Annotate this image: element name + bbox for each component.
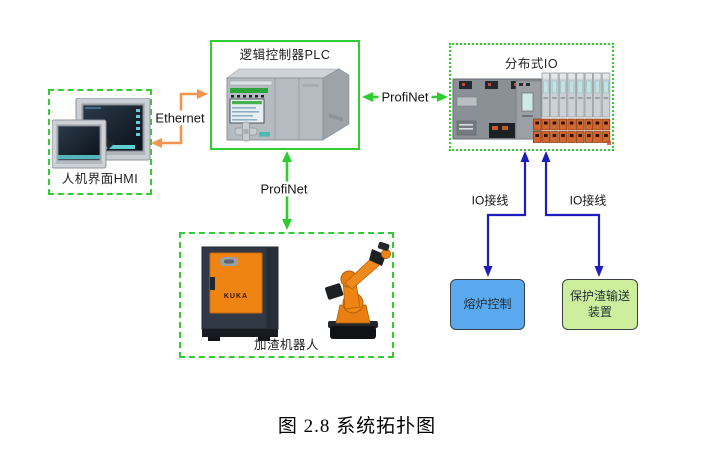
- dio-terminal-blocks: [532, 118, 611, 143]
- hmi-panels-image: [52, 98, 151, 169]
- profinet-plc-dio-label: ProfiNet: [378, 89, 432, 105]
- plc-front-panel: [229, 80, 273, 98]
- dio-io-modules: [541, 72, 611, 118]
- slag-conveyor-label: 保护渣输送装置: [569, 288, 630, 319]
- robot-arm: [325, 241, 391, 339]
- dio-corner-mark: [607, 141, 611, 145]
- io-wiring-right-label: IO接线: [566, 191, 610, 209]
- robot-group-box: KUKA 加渣机器人: [179, 232, 394, 358]
- dio-label: 分布式IO: [504, 57, 559, 71]
- plc-group-box: 逻辑控制器PLC: [210, 40, 360, 150]
- cabinet-base: [202, 329, 278, 337]
- cabinet-side-shade: [266, 247, 278, 329]
- hmi-group-box: 人机界面HMI: [48, 89, 152, 195]
- furnace-control-box: 熔炉控制: [450, 279, 525, 330]
- plc-label: 逻辑控制器PLC: [239, 48, 331, 62]
- plc-display: [229, 98, 265, 124]
- profinet-plc-robot-label: ProfiNet: [257, 181, 311, 197]
- robot-label: 加渣机器人: [253, 338, 319, 352]
- slag-conveyor-box: 保护渣输送装置: [562, 279, 638, 330]
- ethernet-link-label: Ethernet: [152, 110, 208, 126]
- hmi-label: 人机界面HMI: [61, 172, 139, 186]
- cabinet-latch: [210, 277, 215, 290]
- plc-device-image: [226, 68, 350, 142]
- hmi-small-panel: [52, 119, 107, 169]
- io-wiring-left-arrow: [483, 151, 530, 277]
- cabinet-handle-slot: [224, 259, 234, 264]
- kuka-robot-arm-image: [325, 241, 391, 339]
- io-wiring-left-label: IO接线: [468, 191, 512, 209]
- cabinet-foot: [208, 337, 220, 341]
- cabinet-foot: [258, 337, 270, 341]
- plc-keypad: [234, 121, 270, 142]
- figure-caption: 图 2.8 系统拓扑图: [277, 416, 437, 437]
- dio-device-image: [452, 72, 611, 145]
- io-wiring-right-arrow: [541, 151, 604, 277]
- kuka-cabinet-image: KUKA: [201, 246, 279, 341]
- kuka-logo-text: KUKA: [224, 293, 248, 300]
- dio-group-box: 分布式IO: [449, 43, 614, 151]
- furnace-control-label: 熔炉控制: [463, 296, 512, 311]
